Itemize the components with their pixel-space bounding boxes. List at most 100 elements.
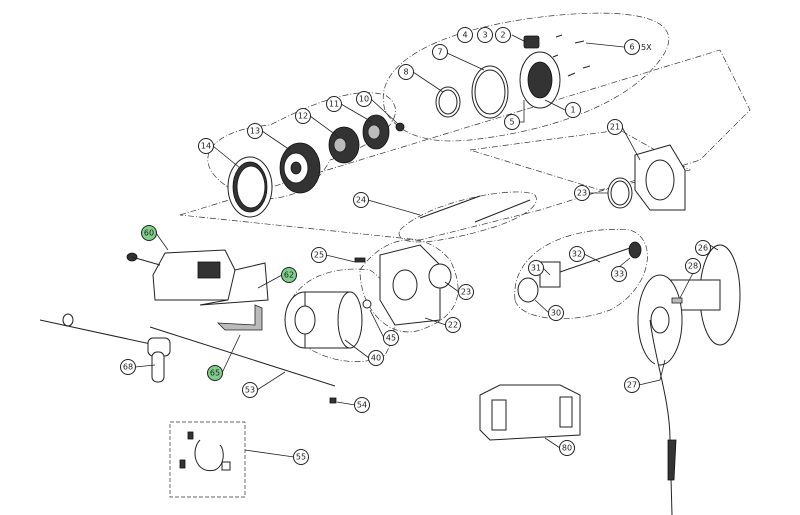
- callout-6: 6: [624, 39, 640, 55]
- callout-label: 54: [357, 401, 367, 410]
- callout-11: 11: [326, 96, 342, 112]
- callout-label: 10: [359, 95, 369, 104]
- callout-label: 55: [296, 453, 306, 462]
- control-box-parts: [126, 249, 269, 306]
- callout-circle: [281, 267, 297, 283]
- callout-label: 25: [314, 251, 324, 260]
- callout-label: 23: [577, 189, 587, 198]
- callout-circle: [120, 359, 136, 375]
- drum-cover-parts: [435, 34, 591, 119]
- callout-circle: [565, 102, 581, 118]
- callout-31: 31: [528, 260, 544, 276]
- callout-68: 68: [120, 359, 136, 375]
- callout-label: 40: [371, 354, 381, 363]
- callout-label: 24: [356, 196, 366, 205]
- callout-label: 60: [144, 229, 154, 238]
- callout-label: 1: [570, 106, 575, 115]
- callout-circle: [495, 27, 511, 43]
- gear-parts: [227, 114, 405, 218]
- hardware-kit-box: [169, 421, 246, 498]
- callout-label: 53: [245, 386, 255, 395]
- callout-circle: [353, 192, 369, 208]
- callout-circle: [198, 138, 214, 154]
- callout-circle: [458, 284, 474, 300]
- callout-8: 8: [398, 64, 414, 80]
- callout-80: 80: [559, 440, 575, 456]
- callout-32: 32: [569, 246, 585, 262]
- callout-25: 25: [311, 247, 327, 263]
- callout-circle: [141, 225, 157, 241]
- callout-label: 4: [462, 31, 467, 40]
- callout-circle: [574, 185, 590, 201]
- callout-4: 4: [457, 27, 473, 43]
- callout-circle: [293, 449, 309, 465]
- callout-13: 13: [247, 123, 263, 139]
- callout-circle: [326, 96, 342, 112]
- callout-label: 31: [531, 264, 541, 273]
- callout-62: 62: [281, 267, 297, 283]
- callout-label: 33: [614, 270, 624, 279]
- callout-label: 23: [461, 288, 471, 297]
- callout-circle: [569, 246, 585, 262]
- callout-circle: [242, 382, 258, 398]
- callout-7: 7: [432, 44, 448, 60]
- group-outline-frame: [179, 49, 751, 241]
- callout-label: 13: [250, 127, 260, 136]
- callout-circle: [445, 317, 461, 333]
- callout-label: 5: [509, 118, 514, 127]
- callout-24: 24: [353, 192, 369, 208]
- callout-label: 80: [562, 444, 572, 453]
- callout-circle: [368, 350, 384, 366]
- callout-label: 2: [500, 31, 505, 40]
- callout-12: 12: [295, 108, 311, 124]
- callout-circle: [685, 258, 701, 274]
- callout-3: 3: [477, 27, 493, 43]
- callout-circle: [504, 114, 520, 130]
- callout-54: 54: [354, 397, 370, 413]
- callout-2: 2: [495, 27, 511, 43]
- callout-10: 10: [356, 91, 372, 107]
- callout-label: 11: [329, 100, 339, 109]
- callout-circle: [611, 266, 627, 282]
- callout-label: 68: [123, 363, 133, 372]
- callout-circle: [398, 64, 414, 80]
- callout-circle: [354, 397, 370, 413]
- motor-parts: [216, 291, 372, 349]
- callout-label: 45: [386, 334, 396, 343]
- callout-circle: [311, 247, 327, 263]
- callout-circle: [356, 91, 372, 107]
- callout-26: 26: [695, 240, 711, 256]
- callout-label: 3: [482, 31, 487, 40]
- group-outline-bracket: [469, 129, 691, 191]
- callout-27: 27: [624, 377, 640, 393]
- callout-28: 28: [685, 258, 701, 274]
- callout-circle: [247, 123, 263, 139]
- callout-circle: [383, 330, 399, 346]
- callout-circle: [432, 44, 448, 60]
- callout-circle: [528, 260, 544, 276]
- callout-label: 21: [610, 123, 620, 132]
- callout-circle: [477, 27, 493, 43]
- callout-label: 26: [698, 244, 708, 253]
- callout-65: 65: [207, 365, 223, 381]
- callout-label: 6: [629, 43, 634, 52]
- callout-53: 53: [242, 382, 258, 398]
- callout-circle: [548, 305, 564, 321]
- callout-label: 62: [284, 271, 294, 280]
- callout-22: 22: [445, 317, 461, 333]
- callout-label: 7: [437, 48, 442, 57]
- group-outline-drum-cover: [382, 12, 670, 142]
- callout-circle: [624, 377, 640, 393]
- remote-and-cable-parts: [39, 313, 337, 404]
- callout-label: 28: [688, 262, 698, 271]
- callout-circle: [559, 440, 575, 456]
- callout-label: 22: [448, 321, 458, 330]
- callout-14: 14: [198, 138, 214, 154]
- callout-circle: [207, 365, 223, 381]
- callout-23: 23: [458, 284, 474, 300]
- fairlead-part: [479, 384, 581, 441]
- callout-circle: [457, 27, 473, 43]
- callout-33: 33: [611, 266, 627, 282]
- callout-45: 45: [383, 330, 399, 346]
